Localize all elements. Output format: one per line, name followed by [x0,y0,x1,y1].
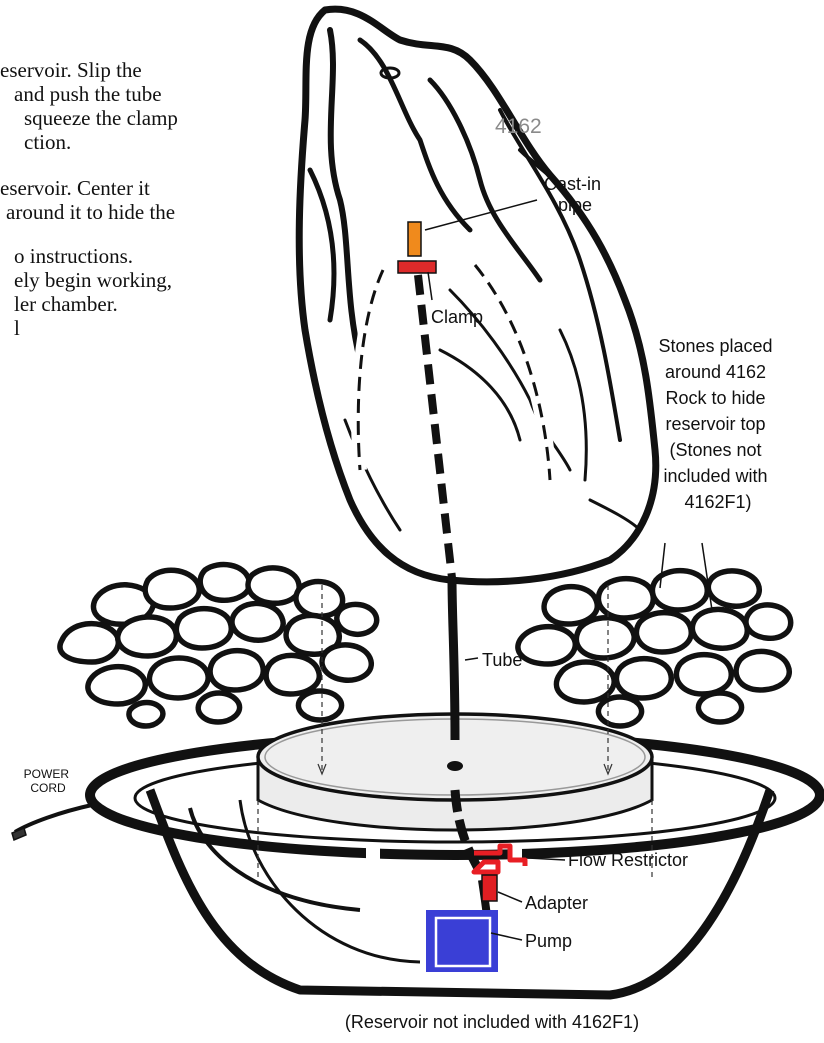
cast-in-pipe [408,222,421,256]
stones-note: Stones placed around 4162 Rock to hide r… [658,336,777,512]
stones-note-line: included with [663,466,767,486]
power-cord-label-line: CORD [30,781,66,795]
stones-note-line: (Stones not [669,440,761,460]
stones-note-line: around 4162 [665,362,766,382]
rock [299,9,656,582]
model-number: 4162 [495,115,542,138]
pump-label: Pump [525,931,572,951]
power-cord-label: POWER CORD [24,767,73,795]
power-cord-label-line: POWER [24,767,70,781]
stones-note-line: 4162F1) [684,492,751,512]
stones-right [518,571,791,726]
adapter [482,875,497,901]
adapter-label: Adapter [525,893,588,913]
tube-label: Tube [482,650,522,670]
cast-in-pipe-label-line: pipe [558,195,592,215]
clamp-label: Clamp [431,307,483,327]
stones-note-line: Rock to hide [665,388,765,408]
cast-in-pipe-label-line: Cast-in [544,174,601,194]
stones-note-line: Stones placed [658,336,772,356]
clamp [398,261,436,273]
stones-left [60,565,377,726]
stones-note-line: reservoir top [665,414,765,434]
pump [426,910,498,972]
flow-restrictor-label: Flow Restrictor [568,850,688,870]
reservoir-note: (Reservoir not included with 4162F1) [345,1012,639,1032]
